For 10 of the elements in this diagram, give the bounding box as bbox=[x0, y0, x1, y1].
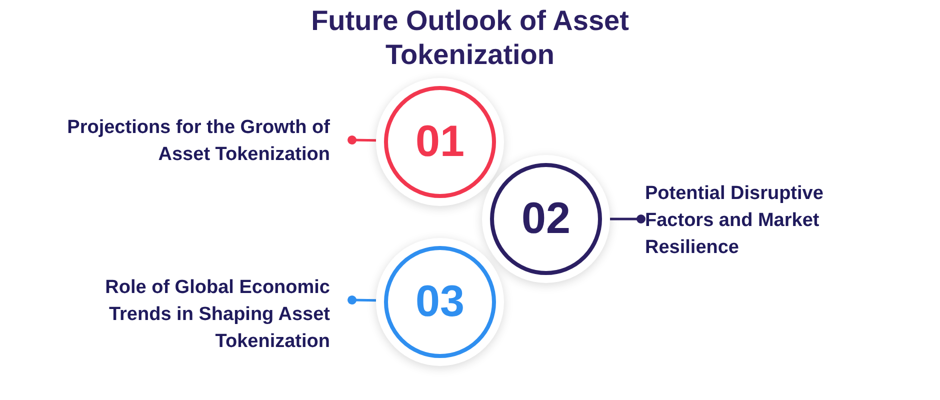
heading-text: Projections for the Growth of Asset Tokenization bbox=[60, 114, 330, 168]
leader-line bbox=[610, 214, 646, 224]
heading-text: Potential Disruptive Factors and Market Resilience bbox=[645, 180, 850, 261]
step-number: 02 bbox=[520, 193, 572, 245]
heading-text: Role of Global Economic Trends in Shaping Asset Tokenization bbox=[40, 274, 330, 355]
leader-line bbox=[348, 296, 376, 304]
leader-line bbox=[348, 136, 376, 144]
step-number: 01 bbox=[414, 116, 466, 168]
step-number: 03 bbox=[414, 276, 466, 328]
diagram-title: Future Outlook of Asset Tokenization bbox=[310, 4, 630, 72]
